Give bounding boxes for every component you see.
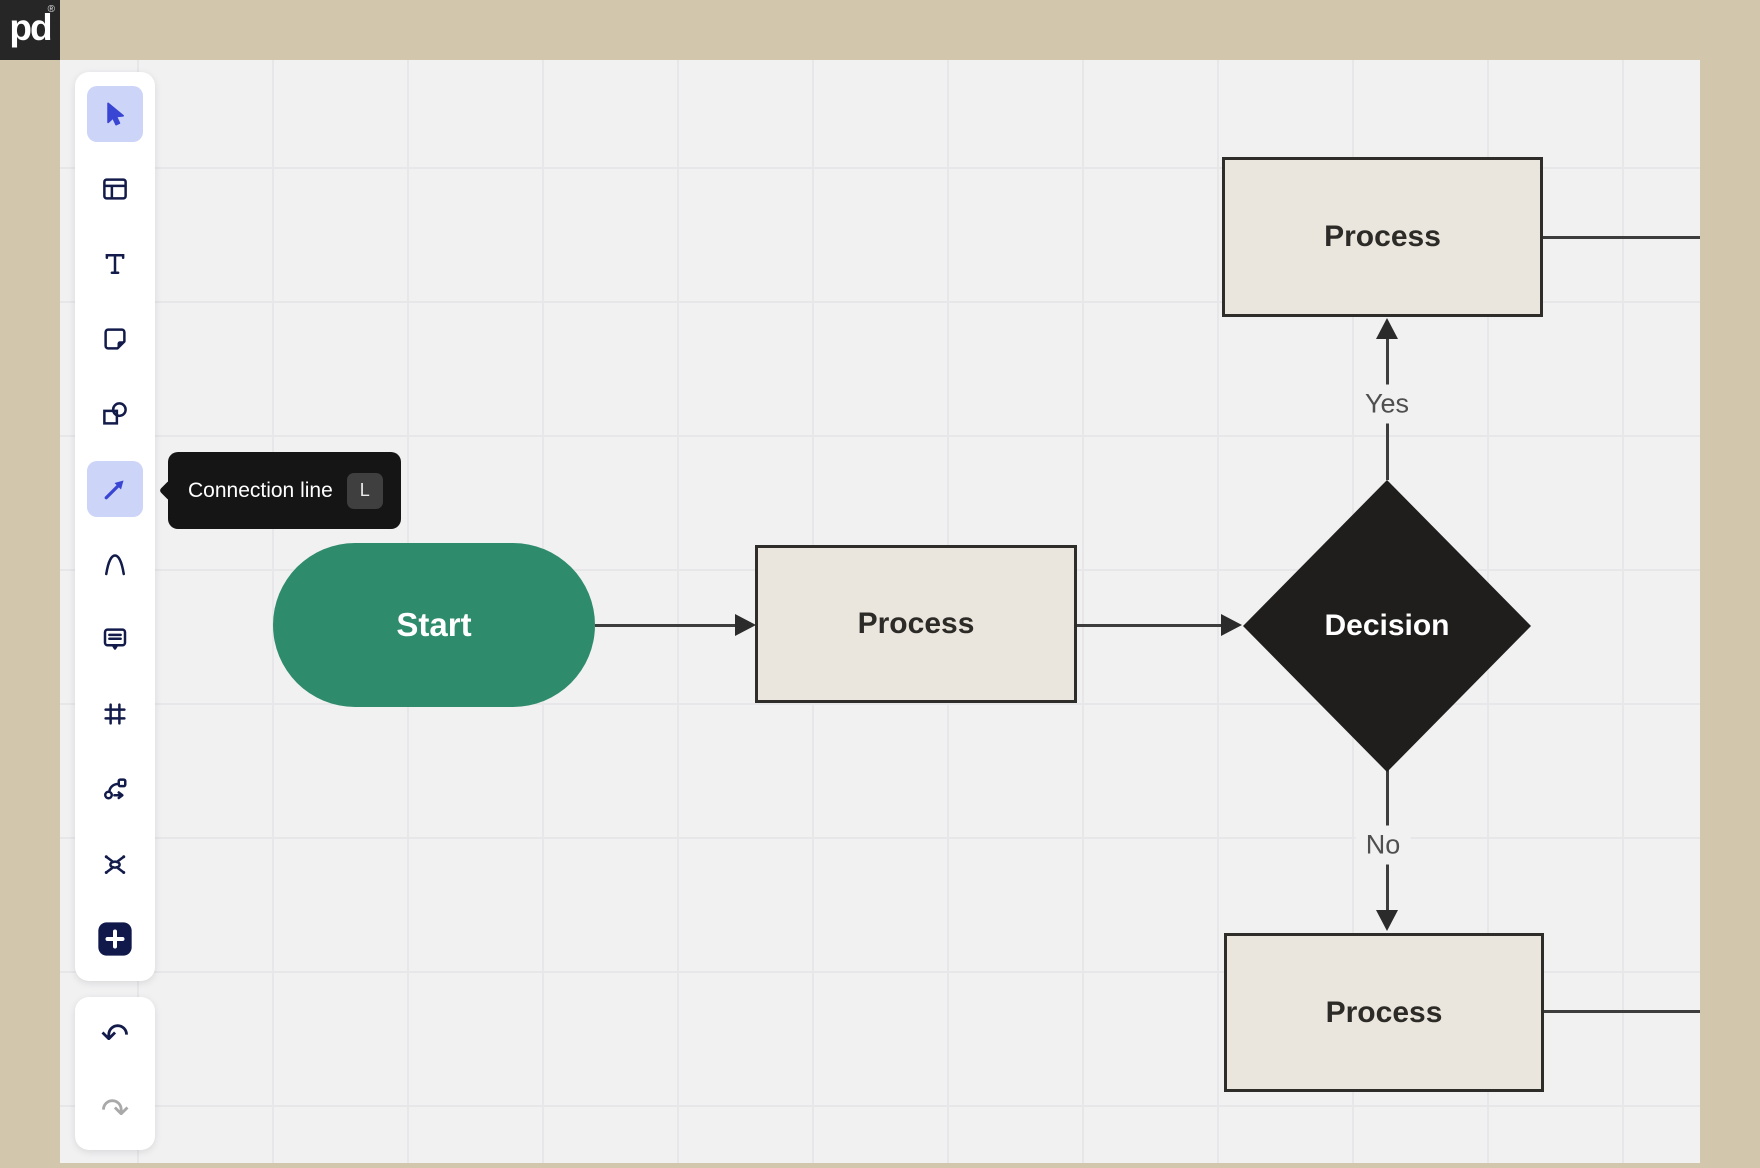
cursor-select-icon	[100, 99, 130, 129]
node-process-bottom-label: Process	[1325, 995, 1443, 1029]
node-start-label: Start	[396, 606, 472, 643]
edge-label-yes[interactable]: Yes	[1354, 384, 1420, 424]
arrowhead-down-icon	[1376, 910, 1398, 931]
registered-mark: ®	[47, 4, 55, 15]
text-tool-button[interactable]	[87, 236, 143, 292]
tools-toolbar	[75, 72, 155, 981]
text-icon	[100, 249, 130, 279]
node-start[interactable]: Start	[273, 543, 595, 707]
edge-label-no[interactable]: No	[1355, 825, 1411, 865]
comment-icon	[100, 624, 130, 654]
node-decision-label: Decision	[1324, 609, 1450, 642]
select-tool-button[interactable]	[87, 86, 143, 142]
mind-map-tool-button[interactable]	[87, 836, 143, 892]
node-process-1[interactable]: Process	[755, 545, 1077, 703]
frame-icon	[100, 699, 130, 729]
flow-connector-tool-button[interactable]	[87, 761, 143, 817]
app-logo-text: pd	[9, 7, 52, 48]
arrowhead-right-icon	[735, 614, 756, 636]
node-process-bottom[interactable]: Process	[1224, 933, 1544, 1092]
connection-line-tool-button[interactable]	[87, 461, 143, 517]
curve-draw-tool-button[interactable]	[87, 536, 143, 592]
layout-template-tool-button[interactable]	[87, 161, 143, 217]
undo-button[interactable]: ↶	[87, 1008, 143, 1064]
sticky-note-tool-button[interactable]	[87, 311, 143, 367]
arrowhead-right-icon	[1221, 614, 1242, 636]
node-process-top[interactable]: Process	[1222, 157, 1543, 317]
edge-process1-to-decision[interactable]	[1077, 624, 1223, 627]
flow-connector-icon	[100, 774, 130, 804]
redo-icon: ↷	[100, 1091, 130, 1131]
connection-line-icon	[100, 474, 130, 504]
edge-process-top-right[interactable]	[1543, 236, 1700, 239]
tooltip-label: Connection line	[188, 478, 333, 502]
sticky-note-icon	[100, 324, 130, 354]
node-process-1-label: Process	[857, 607, 975, 640]
comment-tool-button[interactable]	[87, 611, 143, 667]
node-process-top-label: Process	[1324, 220, 1441, 253]
add-plus-icon	[95, 919, 135, 959]
layout-template-icon	[100, 174, 130, 204]
undo-icon: ↶	[100, 1016, 130, 1056]
frame-tool-button[interactable]	[87, 686, 143, 742]
app-logo[interactable]: pd ®	[0, 0, 60, 60]
history-panel: ↶ ↷	[75, 997, 155, 1150]
shapes-tool-button[interactable]	[87, 386, 143, 442]
edge-process-bottom-right[interactable]	[1544, 1010, 1700, 1013]
shapes-icon	[100, 399, 130, 429]
tooltip-shortcut-badge: L	[346, 472, 383, 509]
mind-map-icon	[100, 849, 130, 879]
curve-draw-icon	[100, 549, 130, 579]
redo-button[interactable]: ↷	[87, 1083, 143, 1139]
edge-start-to-process1[interactable]	[595, 624, 737, 627]
add-shape-button[interactable]	[87, 911, 143, 967]
tooltip-connection-line: Connection line L	[158, 452, 401, 529]
arrowhead-up-icon	[1376, 318, 1398, 339]
